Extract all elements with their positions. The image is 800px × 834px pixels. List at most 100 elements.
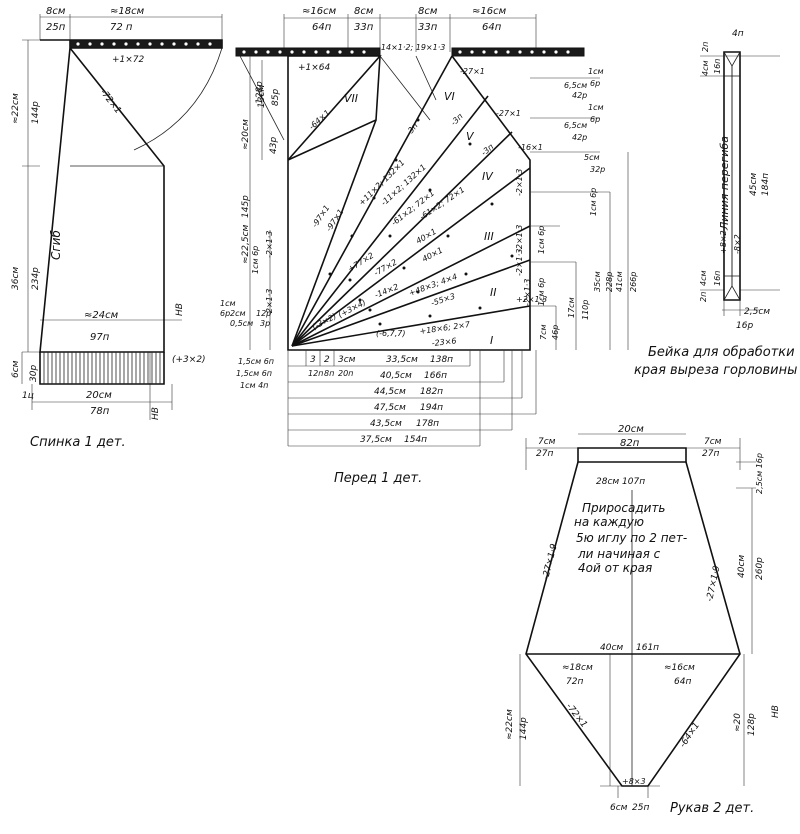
neckband-width-cm: 2,5см <box>744 307 770 317</box>
sleeve-note-line-4: ли начиная с <box>577 547 661 561</box>
neckband-bottom-cm: 4см <box>699 270 708 286</box>
sleeve-cap-right-h-cm: ≈20 <box>733 713 743 732</box>
sleeve-nv: НВ <box>771 705 781 718</box>
front-panel-label-14: -2×1·3 <box>515 169 524 196</box>
front-bottom-small-4: 3 <box>310 355 316 365</box>
sleeve-right-top-cm: 2,5см 16р <box>755 453 764 494</box>
neckband-top-sts: 4п <box>732 29 744 39</box>
back-nv-upper: НВ <box>175 303 185 316</box>
back-piece: 8см 25п ≈18см 72 п +1×72 -72×1 ≈22см 144… <box>11 6 223 450</box>
front-panel-label-15: -2×1·3 <box>515 225 524 252</box>
sleeve-cap-left-h-rows: 144р <box>519 717 529 740</box>
front-left-rows-2: 145р <box>241 195 251 218</box>
front-right-dim-15: 46р <box>551 325 560 340</box>
front-left-cm-1: ≈20см <box>241 119 251 150</box>
front-panel-label-18: +77×2 <box>346 251 375 274</box>
front-right-dim-9: 5см <box>584 153 600 162</box>
sleeve-cap-right-h-rows: 128р <box>747 713 757 736</box>
sleeve-top-right-sts: 27п <box>702 449 719 459</box>
sleeve-note-line-2: на каждую <box>574 515 644 529</box>
front-right-dim-19: 228р <box>605 272 614 292</box>
front-panel-label-25: +2×1·3 <box>516 295 547 304</box>
front-width-4-sts: 194п <box>420 403 443 413</box>
front-panel-label-19: -77×2 <box>373 258 399 278</box>
neckband-inner-plus: +8×2 <box>719 230 728 254</box>
front-width-1-cm: 33,5см <box>386 355 418 365</box>
front-left-inner-4: 1см 6р <box>251 246 260 274</box>
front-right-dim-12: 1см 6р <box>537 226 546 254</box>
front-radial-strips <box>291 55 531 347</box>
sleeve-bottom-sts: 25п <box>632 803 649 813</box>
front-top-sts-2: 33п <box>354 22 374 33</box>
sleeve-mid-cm: 40см <box>600 643 623 653</box>
front-right-dim-4: 42р <box>572 133 587 142</box>
sleeve-cap-left-sts: 72п <box>566 677 583 687</box>
front-right-dim-2: 42р <box>572 91 587 100</box>
sleeve-note-line-3: 5ю иглу по 2 пет- <box>576 531 687 545</box>
front-right-dim-17: 110р <box>581 300 590 320</box>
front-panel-numeral-2: VI <box>444 90 455 103</box>
front-width-6-sts: 154п <box>404 435 427 445</box>
front-left-cm-2: ≈22,5см <box>241 224 251 264</box>
sleeve-height-rows: 260р <box>755 557 765 580</box>
sleeve-diag-left: -72×1 <box>564 702 589 730</box>
front-top-label-1: ≈16см <box>302 6 337 17</box>
sleeve-mid-sts: 161п <box>636 643 659 653</box>
sleeve-cap-left-cm: ≈18см <box>562 663 593 673</box>
sleeve-caption: Рукав 2 дет. <box>670 801 754 816</box>
front-width-1-sts: 138п <box>430 355 453 365</box>
back-nv-lower: НВ <box>151 407 161 420</box>
front-panel-numeral-1: VII <box>344 92 358 105</box>
neckband-fold-line: Линия перегиба <box>718 136 731 231</box>
front-left-cm-4: 2см <box>230 309 246 318</box>
front-width-4-cm: 47,5см <box>374 403 406 413</box>
back-inc-label: (+3×2) <box>172 355 206 365</box>
front-panel-numeral-3: V <box>466 130 475 143</box>
front-caption: Перед 1 дет. <box>334 471 422 486</box>
front-panel-label-4: -3п <box>404 121 419 137</box>
back-caption: Спинка 1 дет. <box>30 435 126 450</box>
front-right-dim-7: 1см <box>588 103 604 112</box>
front-left-inner-2: 85р <box>271 89 281 106</box>
front-left-cm-3: 1см <box>220 299 236 308</box>
back-fold-label: Сгиб <box>49 230 63 260</box>
front-top-sts-1: 64п <box>312 22 332 33</box>
front-width-3-cm: 44,5см <box>374 387 406 397</box>
neckband-top-rows: 2п <box>701 42 710 52</box>
back-height-top-rows: 144р <box>31 101 41 124</box>
sleeve-diag-right: -64×1 <box>678 721 702 750</box>
back-height-main-cm: 36см <box>11 267 21 290</box>
sleeve-piece: 20см 82п 7см 27п 7см 27п 28см 107п 2,5см… <box>505 424 781 816</box>
neckband-caption-2: края выреза горловины <box>634 363 797 378</box>
sleeve-note-line-5: 4ой от края <box>578 561 652 575</box>
neckband-length-cm: 45см <box>749 173 759 196</box>
back-rib-lines <box>43 352 161 384</box>
front-right-dim-20: 41см <box>615 271 624 292</box>
front-bottom-small-8: 8п <box>324 369 334 378</box>
front-top-label-2: 8см <box>354 6 374 17</box>
front-left-rows-3: 6р <box>220 309 230 318</box>
sleeve-top-sts: 82п <box>620 438 640 449</box>
front-panel-label-6: -3п <box>480 142 496 157</box>
front-center-dec: -14×1·2; 19×1·3 <box>378 43 445 52</box>
front-panel-numeral-6: II <box>490 286 497 299</box>
sleeve-bottom-cm: 6см <box>610 803 628 813</box>
sleeve-top-left-sts: 27п <box>536 449 553 459</box>
front-right-dim-5: 1см <box>588 67 604 76</box>
front-left-inner-1: 13см <box>257 85 267 108</box>
sleeve-cap-right-cm: ≈16см <box>664 663 695 673</box>
front-panel-label-26: (-6,7,7) <box>376 329 405 338</box>
back-width-sts: 97п <box>90 332 110 343</box>
sleeve-bottom-label: +8×3 <box>622 777 646 786</box>
front-strip-holes <box>328 118 514 326</box>
front-width-3-sts: 182п <box>420 387 443 397</box>
sleeve-top-right-cm: 7см <box>704 437 722 447</box>
front-bottom-small-2: 1,5см 6п <box>236 369 272 378</box>
sleeve-top-left-cm: 7см <box>538 437 556 447</box>
front-bottom-small-9: 20п <box>338 369 353 378</box>
front-top-label-3: 8см <box>418 6 438 17</box>
back-diag-label: -72×1 <box>98 88 123 116</box>
sleeve-note-line-1: Приросадить <box>582 501 666 515</box>
back-top-right-cm: ≈18см <box>110 6 145 17</box>
